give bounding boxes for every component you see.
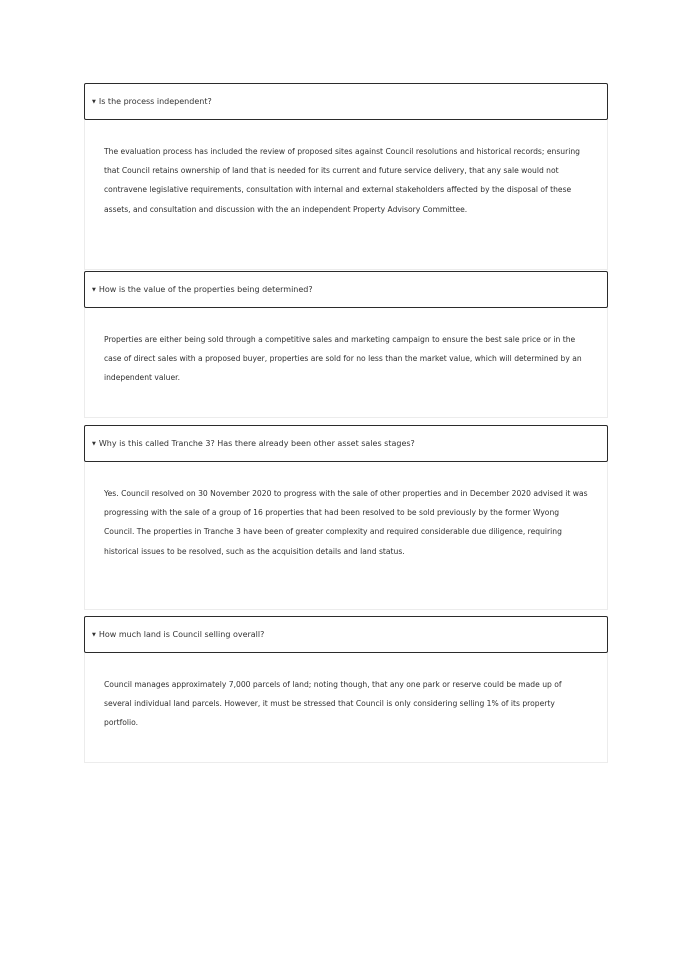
faq-answer-panel: The evaluation process has included the … [84, 120, 608, 270]
caret-down-icon: ▼ [92, 631, 96, 638]
faq-item-property-value: ▼ How is the value of the properties bei… [84, 271, 608, 418]
caret-down-icon: ▼ [92, 440, 96, 447]
faq-question-text: Why is this called Tranche 3? Has there … [98, 439, 415, 448]
faq-item-process-independent: ▼ Is the process independent? The evalua… [84, 83, 608, 270]
faq-answer-panel: Council manages approximately 7,000 parc… [84, 653, 608, 763]
faq-item-land-selling: ▼ How much land is Council selling overa… [84, 616, 608, 763]
faq-question-toggle[interactable]: ▼ How much land is Council selling overa… [84, 616, 608, 653]
faq-answer-text: Properties are either being sold through… [104, 335, 582, 383]
faq-question-toggle[interactable]: ▼ Is the process independent? [84, 83, 608, 120]
faq-item-tranche-3: ▼ Why is this called Tranche 3? Has ther… [84, 425, 608, 610]
faq-answer-panel: Yes. Council resolved on 30 November 202… [84, 462, 608, 610]
faq-question-text: How much land is Council selling overall… [98, 630, 265, 639]
faq-answer-text: The evaluation process has included the … [104, 147, 580, 214]
faq-answer-text: Yes. Council resolved on 30 November 202… [104, 489, 588, 556]
faq-answer-text: Council manages approximately 7,000 parc… [104, 680, 562, 728]
caret-down-icon: ▼ [92, 98, 96, 105]
faq-answer-panel: Properties are either being sold through… [84, 308, 608, 418]
faq-question-toggle[interactable]: ▼ Why is this called Tranche 3? Has ther… [84, 425, 608, 462]
faq-question-toggle[interactable]: ▼ How is the value of the properties bei… [84, 271, 608, 308]
faq-question-text: How is the value of the properties being… [98, 285, 313, 294]
faq-question-text: Is the process independent? [98, 97, 212, 106]
caret-down-icon: ▼ [92, 286, 96, 293]
